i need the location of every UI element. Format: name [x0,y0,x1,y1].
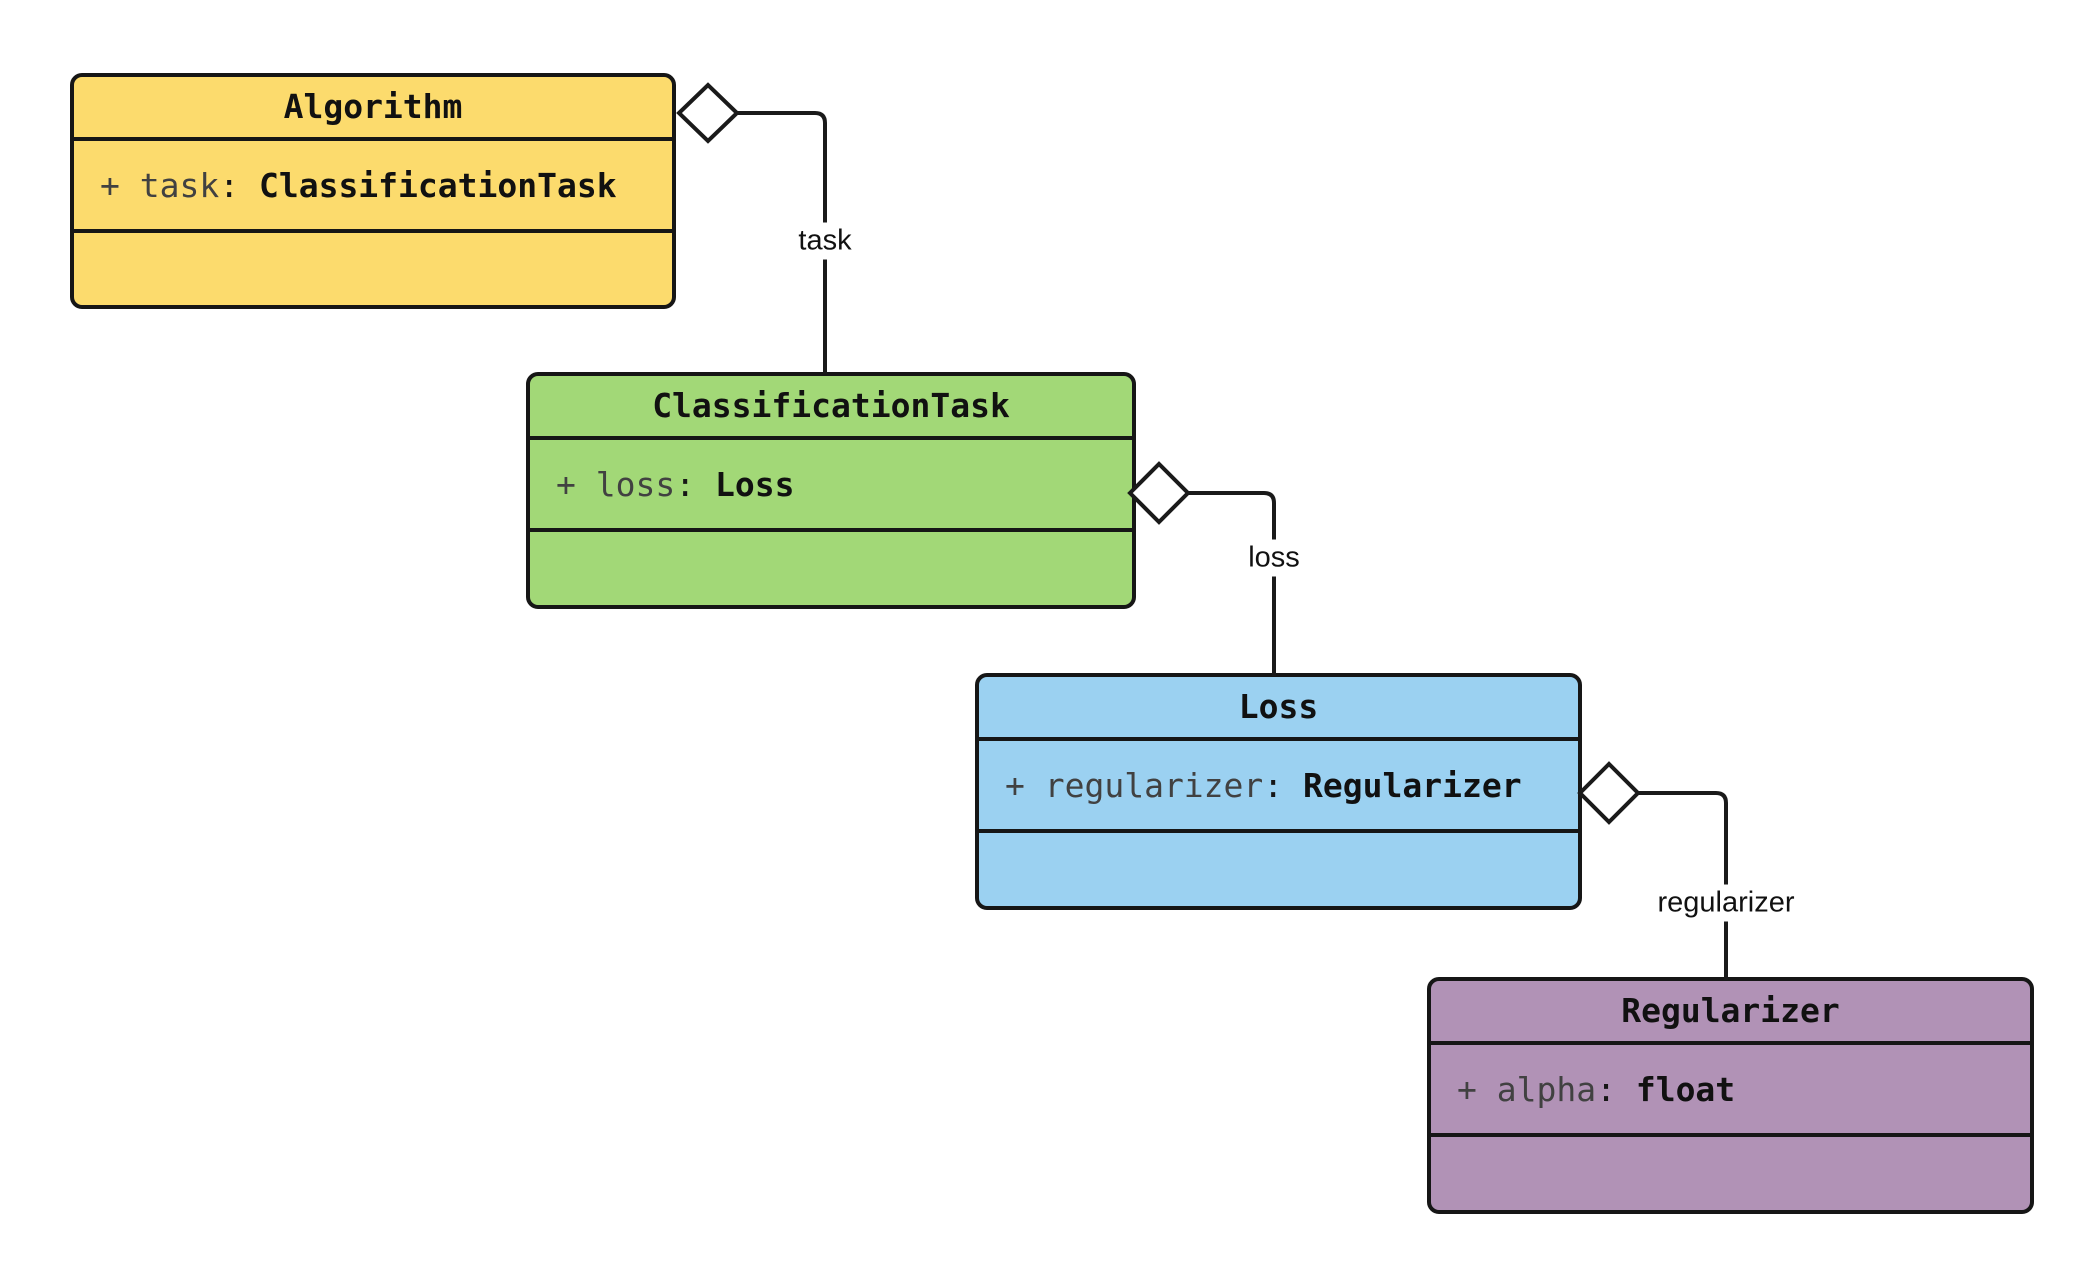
edge-label-regularizer: regularizer [1649,884,1803,922]
class-box-classificationtask: ClassificationTask + loss: Loss [526,372,1136,609]
attribute-colon: : [1596,1069,1636,1109]
relation-edge-loss [1188,491,1276,676]
attribute-colon: : [675,464,715,504]
class-methods-row-empty [979,833,1578,906]
edge-label-task: task [790,222,860,260]
aggregation-diamond-icon [676,82,740,144]
attribute-colon: : [1263,765,1304,805]
class-title: ClassificationTask [530,376,1132,440]
attribute-type: Regularizer [1303,765,1522,805]
attribute-name: + task [100,165,220,205]
class-attribute-row: + alpha: float [1431,1045,2030,1137]
attribute-type: Loss [714,464,795,504]
attribute-type: ClassificationTask [258,165,617,205]
class-attribute-row: + loss: Loss [530,440,1132,532]
class-attribute-row: + regularizer: Regularizer [979,741,1578,833]
class-attribute-row: + task: ClassificationTask [74,141,672,233]
attribute-name: + regularizer [1005,765,1264,805]
class-box-regularizer: Regularizer + alpha: float [1427,977,2034,1214]
class-methods-row-empty [530,532,1132,605]
class-title: Algorithm [74,77,672,141]
attribute-colon: : [219,165,259,205]
class-title: Loss [979,677,1578,741]
aggregation-diamond-icon [1577,761,1641,825]
class-methods-row-empty [1431,1137,2030,1210]
attribute-name: + alpha [1457,1069,1597,1109]
attribute-type: float [1635,1069,1736,1109]
aggregation-diamond-icon [1127,461,1191,525]
class-box-loss: Loss + regularizer: Regularizer [975,673,1582,910]
class-box-algorithm: Algorithm + task: ClassificationTask [70,73,676,309]
class-methods-row-empty [74,233,672,305]
class-title: Regularizer [1431,981,2030,1045]
edge-label-loss: loss [1240,539,1308,577]
attribute-name: + loss [556,464,676,504]
